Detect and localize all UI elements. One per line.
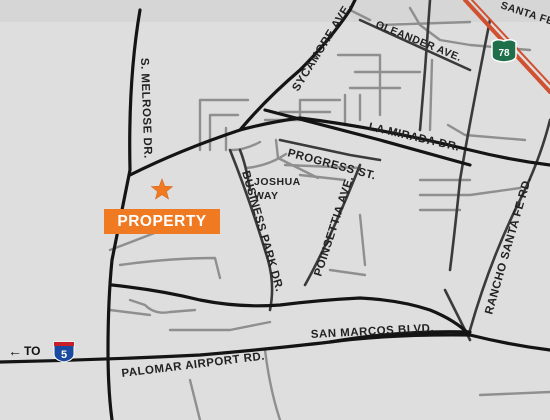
property-label: PROPERTY xyxy=(104,209,220,234)
business-park-road xyxy=(228,148,274,312)
north-road xyxy=(448,18,492,272)
state-route-78-shield-icon: 78 xyxy=(491,38,517,63)
sr78-number: 78 xyxy=(498,48,510,59)
rsf-north xyxy=(418,0,432,132)
progress-road xyxy=(278,138,382,162)
interstate-5-shield-icon: 5 xyxy=(53,341,75,363)
palomar-road xyxy=(0,333,550,364)
property-star-icon xyxy=(150,178,174,200)
melrose-road xyxy=(106,8,142,420)
main-connector-road xyxy=(128,116,550,177)
lower-loop-road xyxy=(110,283,472,337)
oleander-road xyxy=(358,18,472,72)
la-mirada-road xyxy=(263,108,472,167)
secondary-roads xyxy=(228,0,550,342)
sycamore-road xyxy=(238,0,357,132)
poinsettia-road xyxy=(303,163,362,287)
i5-number: 5 xyxy=(61,349,67,361)
to-i5-text: TO xyxy=(24,344,41,358)
rancho-santa-fe-road xyxy=(468,118,550,332)
joshua-way-road xyxy=(238,148,252,192)
street-label-joshua-line2: WAY xyxy=(254,190,278,202)
street-label-joshua-line1: JOSHUA xyxy=(254,176,301,188)
arrow-left-icon: ← xyxy=(8,343,22,359)
to-i5-indicator: ← TO xyxy=(8,341,40,361)
san-marcos-road xyxy=(328,330,472,344)
street-label-melrose: S. MELROSE DR. xyxy=(138,58,154,159)
